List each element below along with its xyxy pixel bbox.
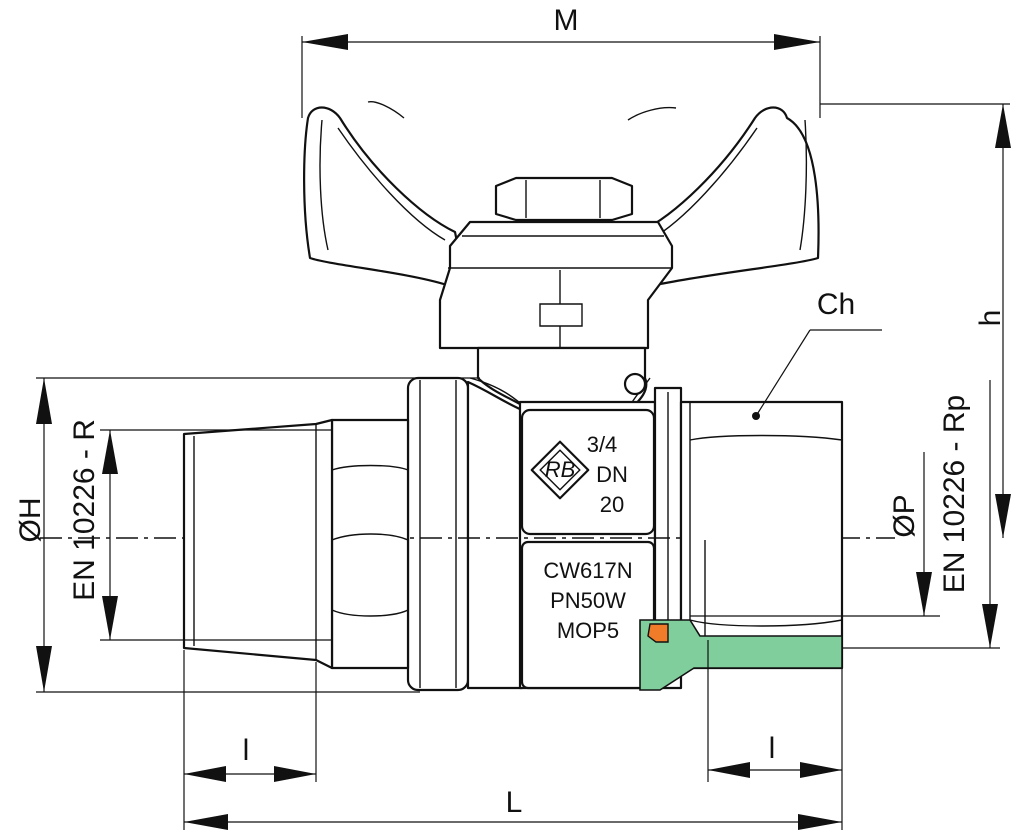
- dimension-oh: ØH: [14, 377, 480, 693]
- dimension-m: M: [301, 4, 821, 118]
- dim-label-h: h: [974, 310, 1007, 327]
- dimension-l-overall: L: [184, 786, 842, 830]
- dimension-l-left: l: [183, 650, 317, 830]
- dn-label: DN: [596, 462, 628, 487]
- female-thread-end: [639, 400, 844, 691]
- dim-label-ch: Ch: [817, 288, 855, 321]
- dimension-thread-female: EN 10226 - Rp: [842, 380, 1000, 649]
- dim-label-m: M: [554, 4, 579, 37]
- stem-neck: [469, 346, 651, 412]
- seal-orange: [647, 623, 669, 643]
- marking-panel-top: [520, 408, 656, 536]
- material-label: CW617N: [543, 558, 632, 583]
- dim-label-thread-male: EN 10226 - R: [68, 419, 101, 601]
- male-thread-end: [182, 418, 410, 670]
- dn-value: 20: [600, 492, 624, 517]
- mop-label: MOP5: [557, 618, 619, 643]
- marking-panel-bottom: [520, 540, 656, 690]
- dimension-op: ØP: [690, 452, 940, 617]
- dimension-h: h: [820, 103, 1011, 538]
- logo-letters: RB: [545, 457, 576, 482]
- dimension-thread-male: EN 10226 - R: [68, 419, 332, 641]
- dim-label-l-left: l: [243, 734, 250, 767]
- dim-label-oh: ØH: [14, 498, 47, 543]
- dim-label-l-right: l: [769, 732, 776, 765]
- dimension-ch: Ch: [752, 288, 882, 420]
- rb-logo: RB: [530, 440, 590, 500]
- dim-label-op: ØP: [888, 494, 921, 537]
- dim-label-l-overall: L: [506, 786, 523, 819]
- dimension-l-right: l: [707, 640, 843, 830]
- dim-label-thread-female: EN 10226 - Rp: [938, 395, 971, 593]
- size-label: 3/4: [587, 432, 618, 457]
- pressure-label: PN50W: [550, 588, 626, 613]
